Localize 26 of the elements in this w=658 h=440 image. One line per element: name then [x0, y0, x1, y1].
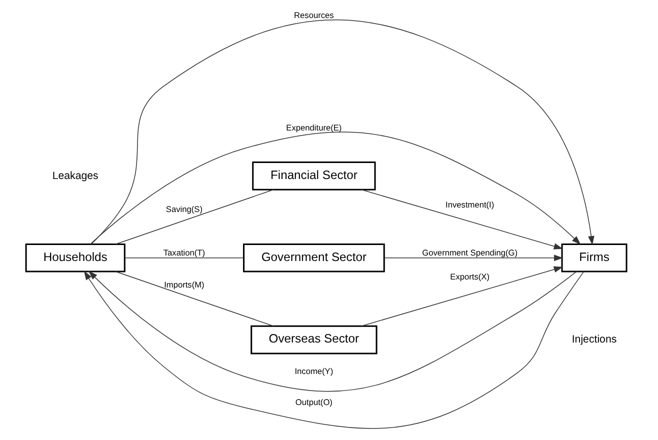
connector — [114, 189, 274, 245]
edge-label: Government Spending(G) — [422, 247, 518, 258]
edge-label: Saving(S) — [165, 204, 202, 214]
node-box: Firms — [560, 243, 627, 272]
node-box: Government Sector — [242, 243, 384, 272]
edge-label: Exports(X) — [450, 272, 490, 282]
edge-label: Income(Y) — [294, 366, 333, 376]
node-box: Overseas Sector — [250, 325, 377, 354]
edge-label: Imports(M) — [164, 279, 204, 290]
edge-label: Resources — [294, 10, 334, 20]
arrow — [88, 270, 576, 392]
node-box: Households — [24, 243, 125, 272]
arrow — [383, 254, 563, 262]
label: Leakages — [52, 170, 98, 182]
label: Injections — [571, 334, 616, 346]
arrow — [90, 19, 594, 246]
arrow — [83, 270, 584, 429]
edge-label: Expenditure(E) — [286, 122, 342, 132]
edge-label: Taxation(T) — [162, 247, 205, 258]
edge-label: Investment(I) — [445, 200, 494, 210]
arrow — [90, 132, 580, 245]
edge-label: Output(O) — [294, 396, 332, 407]
connector — [114, 271, 274, 326]
arrow — [360, 189, 562, 250]
arrow — [360, 266, 562, 326]
node-box: Financial Sector — [252, 162, 376, 190]
